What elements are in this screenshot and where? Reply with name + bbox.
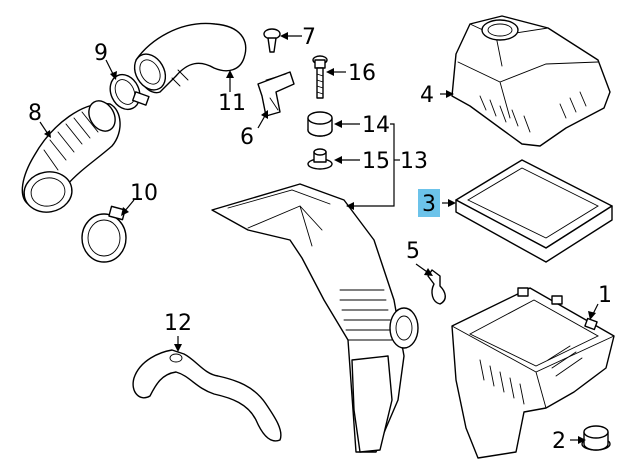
intake-resonator-duct-13: [211, 183, 419, 453]
callout-13: 13: [400, 149, 428, 174]
callout-7: 7: [302, 25, 316, 50]
airflow-sensor-6: [257, 71, 295, 117]
corrugated-intake-duct-8: [21, 100, 121, 213]
air-filter-element-3: [455, 159, 613, 263]
callout-6: 6: [240, 125, 254, 150]
callout-10: 10: [130, 181, 158, 206]
air-intake-hose-11: [133, 22, 247, 94]
callout-9: 9: [94, 41, 108, 66]
insulator-15: [307, 148, 333, 170]
callout-highlight: [418, 189, 440, 217]
fastener-clip-7: [263, 28, 281, 53]
callout-4: 4: [420, 83, 434, 108]
hose-clamp-10: [81, 205, 127, 263]
mounting-grommet-2: [581, 425, 611, 451]
air-cleaner-housing-1: [451, 287, 615, 459]
small-hose-5: [427, 269, 446, 305]
callout-15: 15: [362, 149, 390, 174]
drain-hose-12: [132, 349, 282, 442]
grommet-14: [307, 111, 333, 137]
callout-3: 3: [422, 192, 436, 217]
callout-5: 5: [406, 239, 420, 264]
callout-12: 12: [164, 311, 192, 336]
callout-1: 1: [598, 283, 612, 308]
air-cleaner-cover-4: [451, 15, 611, 147]
hose-clamp-9: [109, 73, 150, 111]
callout-8: 8: [28, 101, 42, 126]
callout-11: 11: [218, 91, 246, 116]
callout-labels: 1 2 3 4 5 6 7 8 9 10 11 12 13 14 15 16: [28, 25, 612, 454]
callout-16: 16: [348, 61, 376, 86]
bolt-16: [312, 55, 328, 99]
callout-2: 2: [552, 429, 566, 454]
leader-lines: [39, 32, 599, 444]
callout-14: 14: [362, 113, 390, 138]
